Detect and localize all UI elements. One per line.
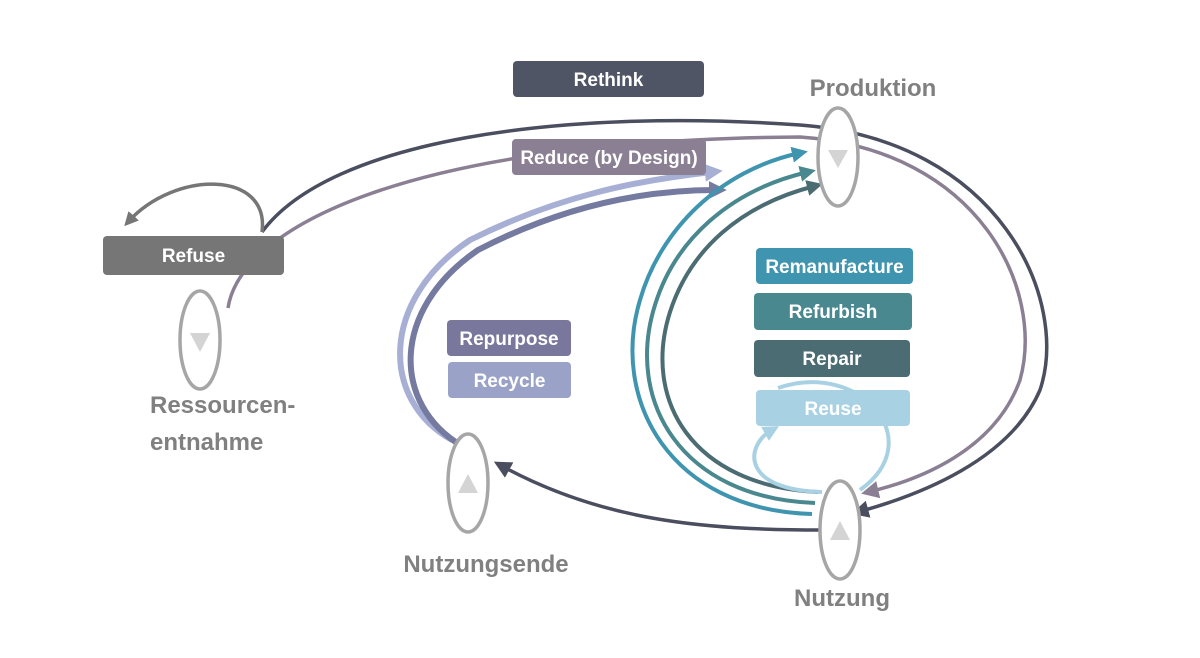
repurpose-label: Repurpose <box>459 329 558 350</box>
rethink-loop-arrow <box>260 118 1049 518</box>
refuse-loop-arrow <box>124 182 265 233</box>
produktion-node <box>816 106 860 208</box>
refurbish-box: Refurbish <box>754 293 912 330</box>
repurpose-box: Repurpose <box>447 320 571 356</box>
ressourcen-label-line1: Ressourcen- <box>150 392 295 419</box>
reuse-label: Reuse <box>804 399 861 420</box>
reduce-loop-arrow <box>226 135 1027 499</box>
nutzungsende-node <box>446 432 490 534</box>
rethink-box: Rethink <box>513 61 704 97</box>
triangle-arrow-icon <box>458 474 478 493</box>
reduce-box: Reduce (by Design) <box>512 139 706 175</box>
reuse-box: Reuse <box>756 390 910 426</box>
repair-loop-arrow <box>660 180 823 494</box>
reduce-label: Reduce (by Design) <box>520 148 697 169</box>
recycle-label: Recycle <box>474 371 546 392</box>
triangle-arrow-icon <box>830 521 850 540</box>
remanufacture-loop-arrow <box>630 146 813 516</box>
remanufacture-label: Remanufacture <box>765 257 903 278</box>
remanufacture-box: Remanufacture <box>756 248 913 284</box>
nutzungsende-label: Nutzungsende <box>403 551 568 578</box>
produktion-label: Produktion <box>810 75 937 102</box>
ressourcen-label-line2: entnahme <box>150 429 263 456</box>
repair-label: Repair <box>802 349 862 370</box>
repurpose-loop-arrow <box>407 181 727 449</box>
refuse-box: Refuse <box>103 236 284 275</box>
ressourcenentnahme-node <box>178 289 222 391</box>
recycle-loop-arrow <box>397 163 723 443</box>
nutzung-node <box>818 479 862 581</box>
repair-box: Repair <box>754 340 910 377</box>
nutzung-to-nutzungsende-arrow <box>493 461 823 532</box>
refurbish-label: Refurbish <box>789 302 878 323</box>
reuse-loop-arrow <box>752 426 823 494</box>
rethink-label: Rethink <box>574 70 644 91</box>
recycle-box: Recycle <box>448 362 571 398</box>
triangle-arrow-icon <box>190 333 210 352</box>
triangle-arrow-icon <box>828 150 848 168</box>
refurbish-loop-arrow <box>645 166 816 505</box>
refuse-label: Refuse <box>162 246 225 267</box>
nutzung-label: Nutzung <box>794 585 890 612</box>
